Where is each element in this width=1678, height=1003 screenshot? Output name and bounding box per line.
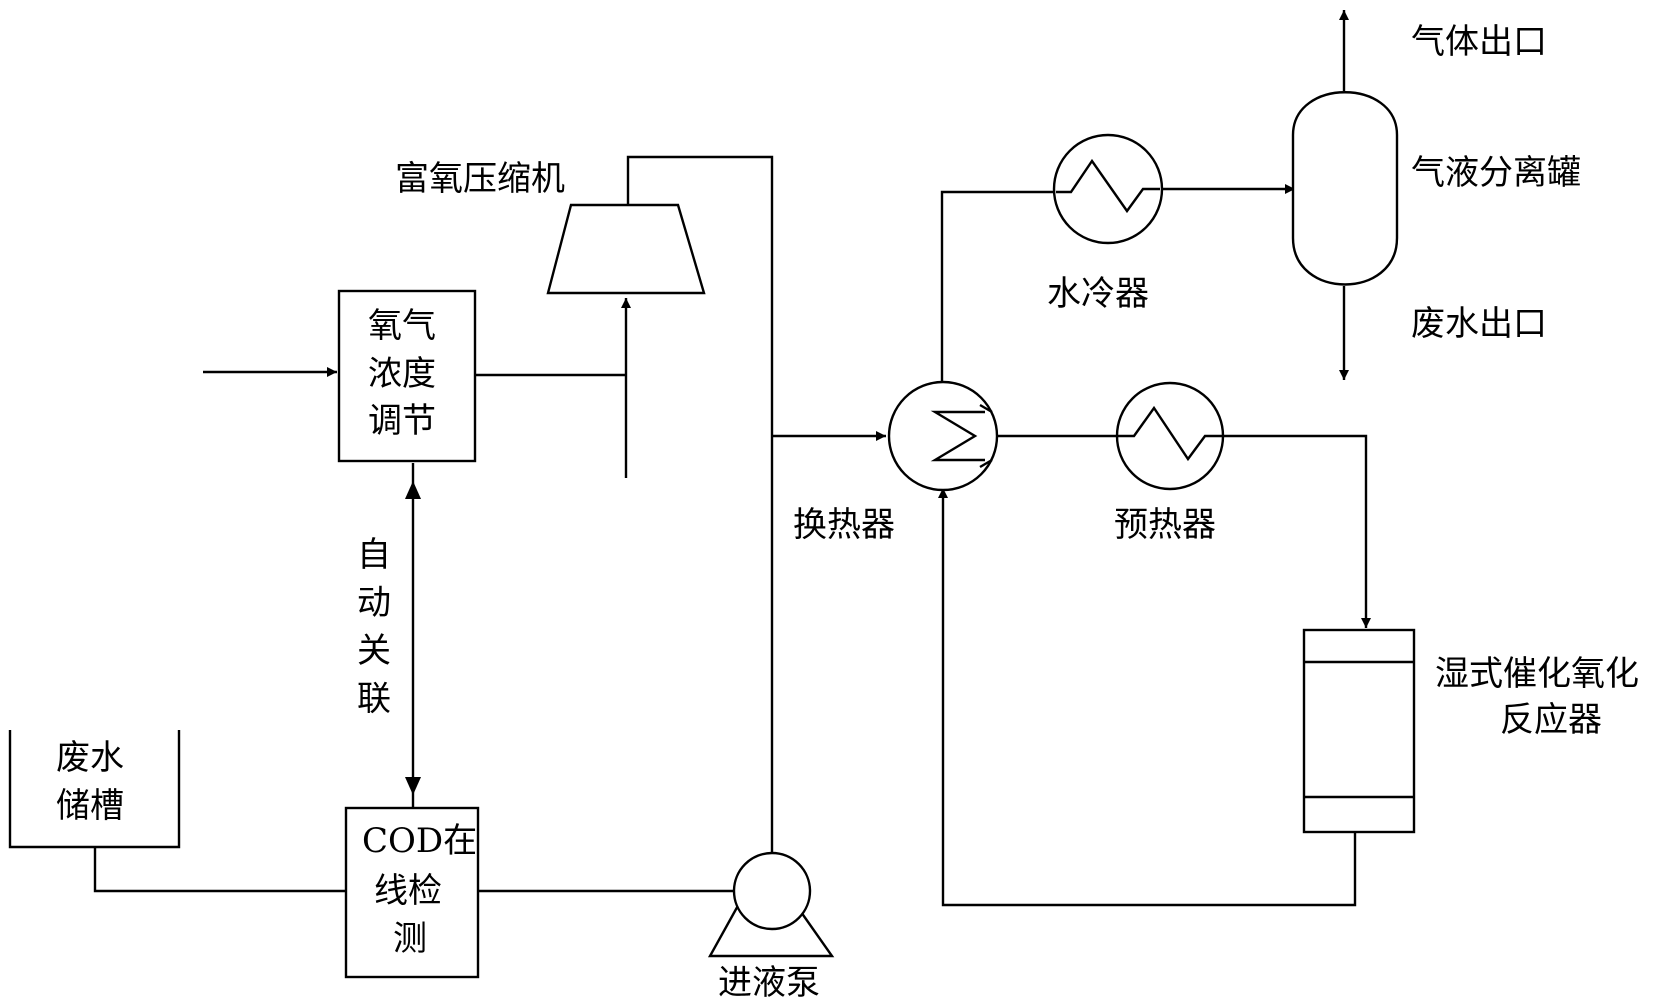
cod-detector-box: [344, 806, 480, 979]
water-cooler-label: 水冷器: [1047, 274, 1149, 314]
pipe-preheater-to-reactor: [1222, 434, 1371, 628]
heat-exchanger-label: 换热器: [793, 505, 895, 545]
oxygen-regulator-label-2: 浓度: [368, 354, 436, 394]
pipe-tank-to-cod: [93, 847, 346, 893]
pipe-reactor-to-exchanger: [938, 488, 1357, 907]
wastewater-outlet-label: 废水出口: [1411, 304, 1547, 344]
separator-label: 气液分离罐: [1411, 153, 1581, 193]
reactor-label-2: 反应器: [1500, 700, 1602, 740]
gas-outlet-label: 气体出口: [1411, 22, 1547, 62]
cod-detector-label-3: 测: [393, 919, 427, 959]
wastewater-tank-label-2: 储槽: [56, 786, 124, 826]
compressor-label: 富氧压缩机: [395, 159, 565, 199]
auto-link-label-4: 联: [357, 679, 391, 719]
auto-link-label-1: 自: [357, 535, 391, 575]
auto-link-label-3: 关: [357, 631, 391, 671]
heat-exchanger: [887, 380, 999, 492]
cod-detector-label-2: 线检: [374, 871, 442, 911]
oxygen-regulator-box: [337, 289, 477, 463]
cod-detector-label-1: COD在: [362, 821, 477, 861]
wastewater-tank: [8, 730, 181, 849]
reactor: [1302, 628, 1416, 834]
wastewater-tank-label-1: 废水: [56, 738, 124, 778]
compressor-shape: [546, 203, 706, 295]
pipe-pump-to-mix: [626, 155, 774, 853]
preheater: [1115, 381, 1225, 491]
reactor-label-1: 湿式催化氧化: [1435, 654, 1639, 694]
gas-liquid-separator: [1291, 91, 1399, 286]
oxygen-regulator-label-1: 氧气: [368, 306, 436, 346]
pump-label: 进液泵: [718, 963, 820, 1003]
feed-pump: [707, 851, 835, 958]
water-cooler: [1052, 133, 1164, 245]
auto-link-label-2: 动: [357, 583, 391, 623]
preheater-label: 预热器: [1114, 505, 1216, 545]
oxygen-regulator-label-3: 调节: [368, 401, 436, 441]
pipe-exchanger-to-cooler: [940, 190, 1055, 383]
